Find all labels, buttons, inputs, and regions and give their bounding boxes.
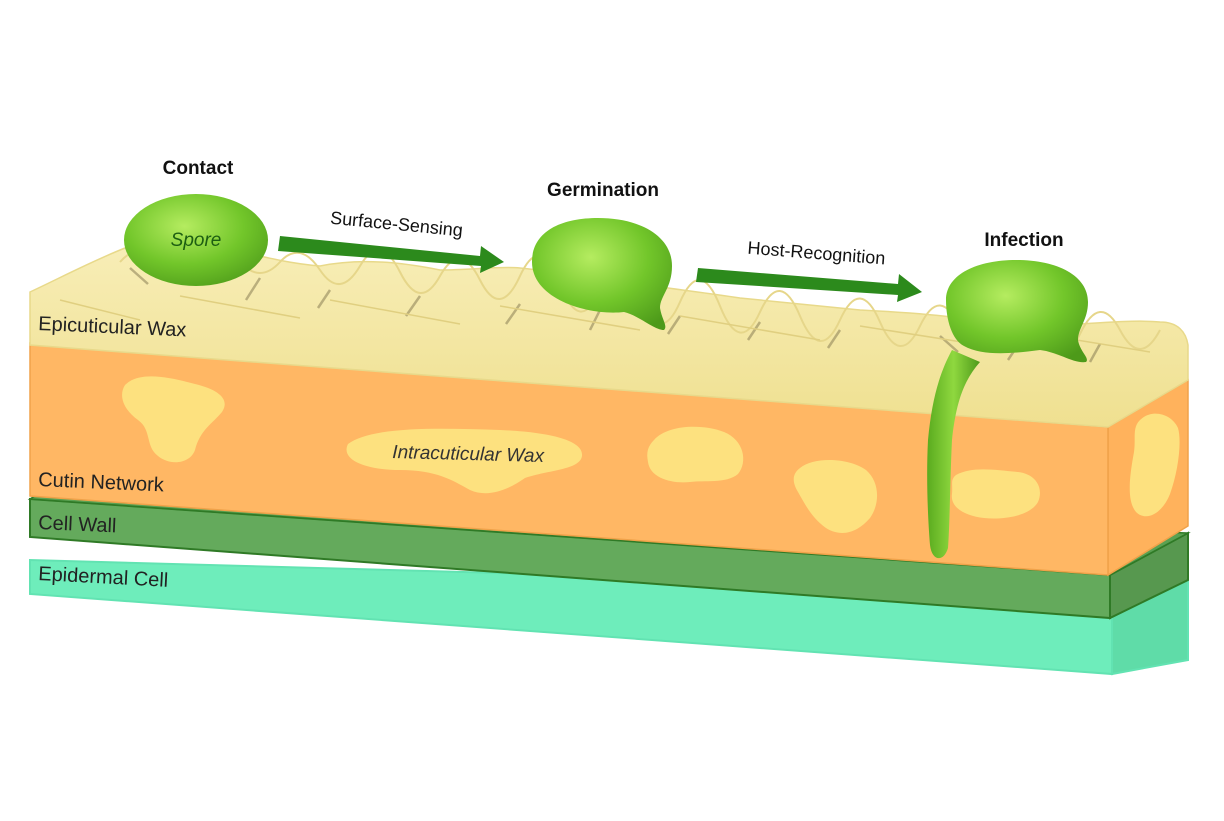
stage-label-contact: Contact xyxy=(163,158,234,179)
spore-germination xyxy=(532,218,672,330)
layer-label-cell-wall: Cell Wall xyxy=(38,512,117,537)
arrow-label-host-recognition: Host-Recognition xyxy=(747,238,886,269)
infection-hypha xyxy=(927,350,980,559)
surface-sensing-arrow xyxy=(278,236,504,273)
host-recognition-arrow xyxy=(696,268,922,302)
intracuticular-wax-label: Intracuticular Wax xyxy=(392,442,546,467)
spore-infection xyxy=(946,260,1088,363)
spore-contact xyxy=(124,194,268,286)
stage-label-germination: Germination xyxy=(547,180,659,201)
spore-label: Spore xyxy=(171,230,222,251)
intracuticular-wax-inclusions xyxy=(122,376,1180,533)
stage-label-infection: Infection xyxy=(984,230,1063,251)
arrow-label-surface-sensing: Surface-Sensing xyxy=(329,208,463,241)
